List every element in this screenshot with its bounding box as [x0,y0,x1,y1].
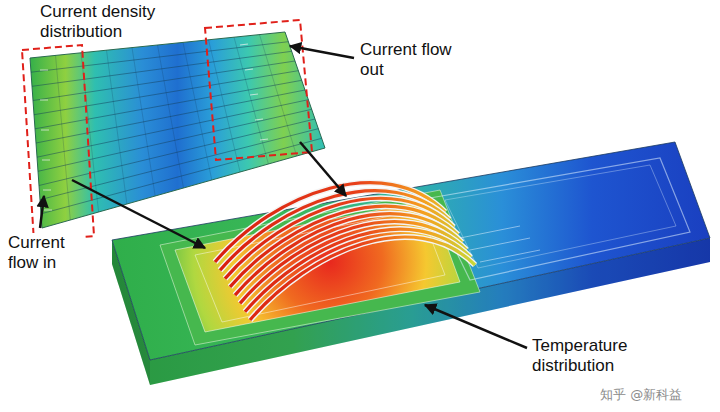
part-label: Current flow in [6,233,82,272]
part-label: Temperature distribution [530,336,652,375]
part-label: Current density distribution [38,2,192,41]
power-module [112,142,710,385]
leader-arrows [40,46,527,348]
watermark: 知乎 @新科益 [598,388,684,403]
part-label: Current flow out [358,40,462,79]
bond-wires [215,183,475,320]
